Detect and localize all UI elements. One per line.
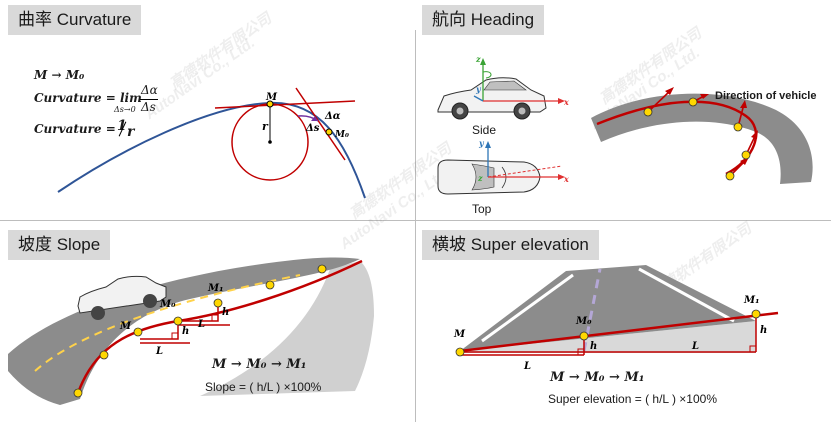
label-M0: M₀ — [334, 130, 349, 140]
horizontal-divider — [0, 220, 831, 221]
direction-of-vehicle-label: Direction of vehicle — [715, 90, 817, 102]
heading-diagram: z y x y z x — [437, 54, 813, 195]
super-elevation-map-formula: M → M₀ → M₁ — [550, 370, 645, 385]
slope-map-formula: M → M₀ → M₁ — [212, 357, 307, 372]
slope-label-M0: M₀ — [159, 299, 176, 310]
curvature-map-formula: M → M₀ — [34, 68, 85, 82]
super-label-L: L — [523, 361, 531, 372]
side-axis-y — [473, 95, 484, 102]
slope-label-M1: M₁ — [207, 283, 223, 294]
car-side-view — [437, 77, 547, 120]
inverse-denominator: r — [127, 124, 135, 140]
slope-title: 坡度 Slope — [8, 230, 111, 260]
super-point-M — [455, 347, 465, 357]
heading-road — [591, 93, 813, 184]
super-elevation-red-path — [459, 311, 779, 353]
vertical-divider — [415, 30, 416, 422]
slope-center-line — [34, 274, 301, 372]
top-view-label: Top — [472, 202, 492, 216]
slope-label-h: h — [182, 326, 189, 337]
label-delta-s: Δs — [305, 123, 320, 134]
label-delta-alpha: Δα — [324, 111, 341, 122]
super-label-h: h — [590, 341, 597, 352]
circle-center — [268, 140, 272, 144]
curvature-diagram: M r Δs Δα M₀ — [57, 87, 366, 199]
heading-point — [733, 122, 743, 132]
tangent-line-M — [214, 100, 356, 109]
super-point-M0 — [579, 331, 589, 341]
super-elevation-shoulder — [460, 321, 756, 353]
slope-road — [8, 257, 360, 405]
heading-title: 航向 Heading — [422, 5, 545, 35]
super-label-M1: M₁ — [743, 295, 759, 306]
side-axis-y-label: y — [475, 84, 482, 94]
label-M: M — [265, 92, 278, 103]
heading-point — [725, 171, 735, 181]
super-point-M1 — [751, 309, 761, 319]
super-elevation-road — [460, 265, 756, 351]
side-axis-z-label: z — [475, 54, 481, 64]
point-M — [266, 100, 274, 108]
super-label-M0: M₀ — [575, 316, 592, 327]
side-view-label: Side — [472, 123, 497, 137]
limit-subscript: Δs→0 — [114, 105, 136, 114]
super-label-L: L — [691, 341, 699, 352]
slope-label-L: L — [197, 319, 205, 330]
top-axis-x-label: x — [563, 174, 569, 184]
heading-point — [741, 150, 751, 160]
super-label-h: h — [760, 325, 767, 336]
point-M0 — [325, 128, 333, 136]
slope-label-M: M — [119, 321, 132, 332]
slope-points — [73, 264, 327, 398]
curvature-inverse-prefix: Curvature = — [34, 122, 116, 136]
super-elevation-title: 横坡 Super elevation — [422, 230, 599, 260]
curvature-curve — [57, 101, 366, 199]
label-r: r — [262, 120, 269, 133]
top-axis-z-label: z — [477, 173, 483, 183]
car-on-slope — [77, 275, 167, 320]
inverse-numerator: 1 — [117, 118, 127, 134]
slope-label-h: h — [222, 307, 229, 318]
heading-point — [688, 97, 698, 107]
slope-road-shoulder — [200, 261, 374, 396]
fraction-denominator: Δs — [141, 100, 156, 114]
center-dash-line — [582, 268, 602, 352]
slope-formula: Slope = ( h/L ) ×100% — [205, 380, 322, 394]
tangent-line-M0 — [295, 87, 346, 161]
slope-label-L: L — [155, 346, 163, 357]
super-elevation-diagram: M M₀ M₁ h h L L — [453, 265, 779, 372]
top-heading-line — [487, 165, 563, 178]
curvature-title: 曲率 Curvature — [8, 5, 142, 35]
curvature-limit-prefix: Curvature = lim — [34, 91, 142, 105]
fraction-numerator: Δα — [141, 83, 158, 97]
super-elevation-formula: Super elevation = ( h/L ) ×100% — [548, 392, 717, 406]
super-label-M: M — [453, 329, 466, 340]
heading-point — [643, 107, 653, 117]
top-axis-y-label: y — [478, 138, 485, 148]
slope-diagram: M M₀ M₁ h h L L — [8, 257, 374, 405]
side-axis-x-label: x — [563, 97, 569, 107]
